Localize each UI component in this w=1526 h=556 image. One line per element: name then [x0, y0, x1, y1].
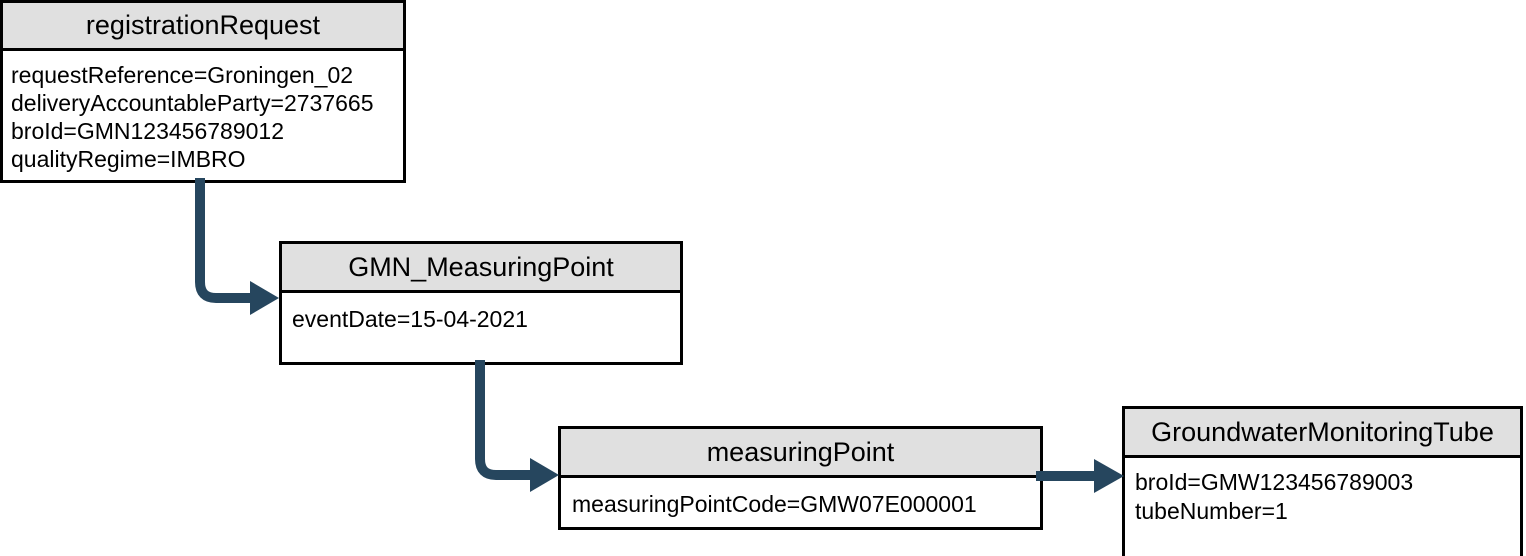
attribute-bro-id: broId=GMN123456789012 — [11, 118, 285, 144]
arrowhead-icon — [1094, 459, 1124, 493]
node-measuring-point-body: measuringPointCode=GMW07E000001 — [561, 478, 1040, 518]
node-measuring-point-title: measuringPoint — [561, 429, 1040, 478]
connector-line — [475, 360, 532, 480]
attribute-tube-number: tubeNumber=1 — [1135, 498, 1288, 524]
node-registration-request-title: registrationRequest — [3, 3, 403, 51]
connector-registration-request-to-gmn-measuring-point[interactable] — [178, 178, 308, 323]
node-gmn-measuring-point-body: eventDate=15-04-2021 — [282, 293, 680, 333]
connector-measuring-point-to-groundwater-monitoring-tube[interactable] — [1036, 455, 1131, 499]
node-groundwater-monitoring-tube-body: broId=GMW123456789003 tubeNumber=1 — [1125, 458, 1520, 526]
node-registration-request[interactable]: registrationRequest requestReference=Gro… — [0, 0, 406, 183]
connector-line — [195, 178, 252, 303]
attribute-tube-bro-id: broId=GMW123456789003 — [1135, 469, 1414, 495]
attribute-request-reference: requestReference=Groningen_02 — [11, 62, 354, 88]
node-measuring-point[interactable]: measuringPoint measuringPointCode=GMW07E… — [558, 426, 1043, 530]
arrowhead-icon — [530, 458, 559, 492]
node-groundwater-monitoring-tube-title: GroundwaterMonitoringTube — [1125, 409, 1520, 458]
attribute-measuring-point-code: measuringPointCode=GMW07E000001 — [572, 491, 977, 517]
arrowhead-icon — [250, 281, 279, 315]
node-gmn-measuring-point[interactable]: GMN_MeasuringPoint eventDate=15-04-2021 — [279, 241, 683, 365]
node-gmn-measuring-point-title: GMN_MeasuringPoint — [282, 244, 680, 293]
attribute-delivery-accountable-party: deliveryAccountableParty=2737665 — [11, 90, 374, 116]
node-groundwater-monitoring-tube[interactable]: GroundwaterMonitoringTube broId=GMW12345… — [1122, 406, 1523, 556]
attribute-event-date: eventDate=15-04-2021 — [292, 306, 528, 332]
connector-gmn-measuring-point-to-measuring-point[interactable] — [458, 360, 588, 510]
attribute-quality-regime: qualityRegime=IMBRO — [11, 146, 246, 172]
node-registration-request-body: requestReference=Groningen_02 deliveryAc… — [3, 51, 403, 173]
